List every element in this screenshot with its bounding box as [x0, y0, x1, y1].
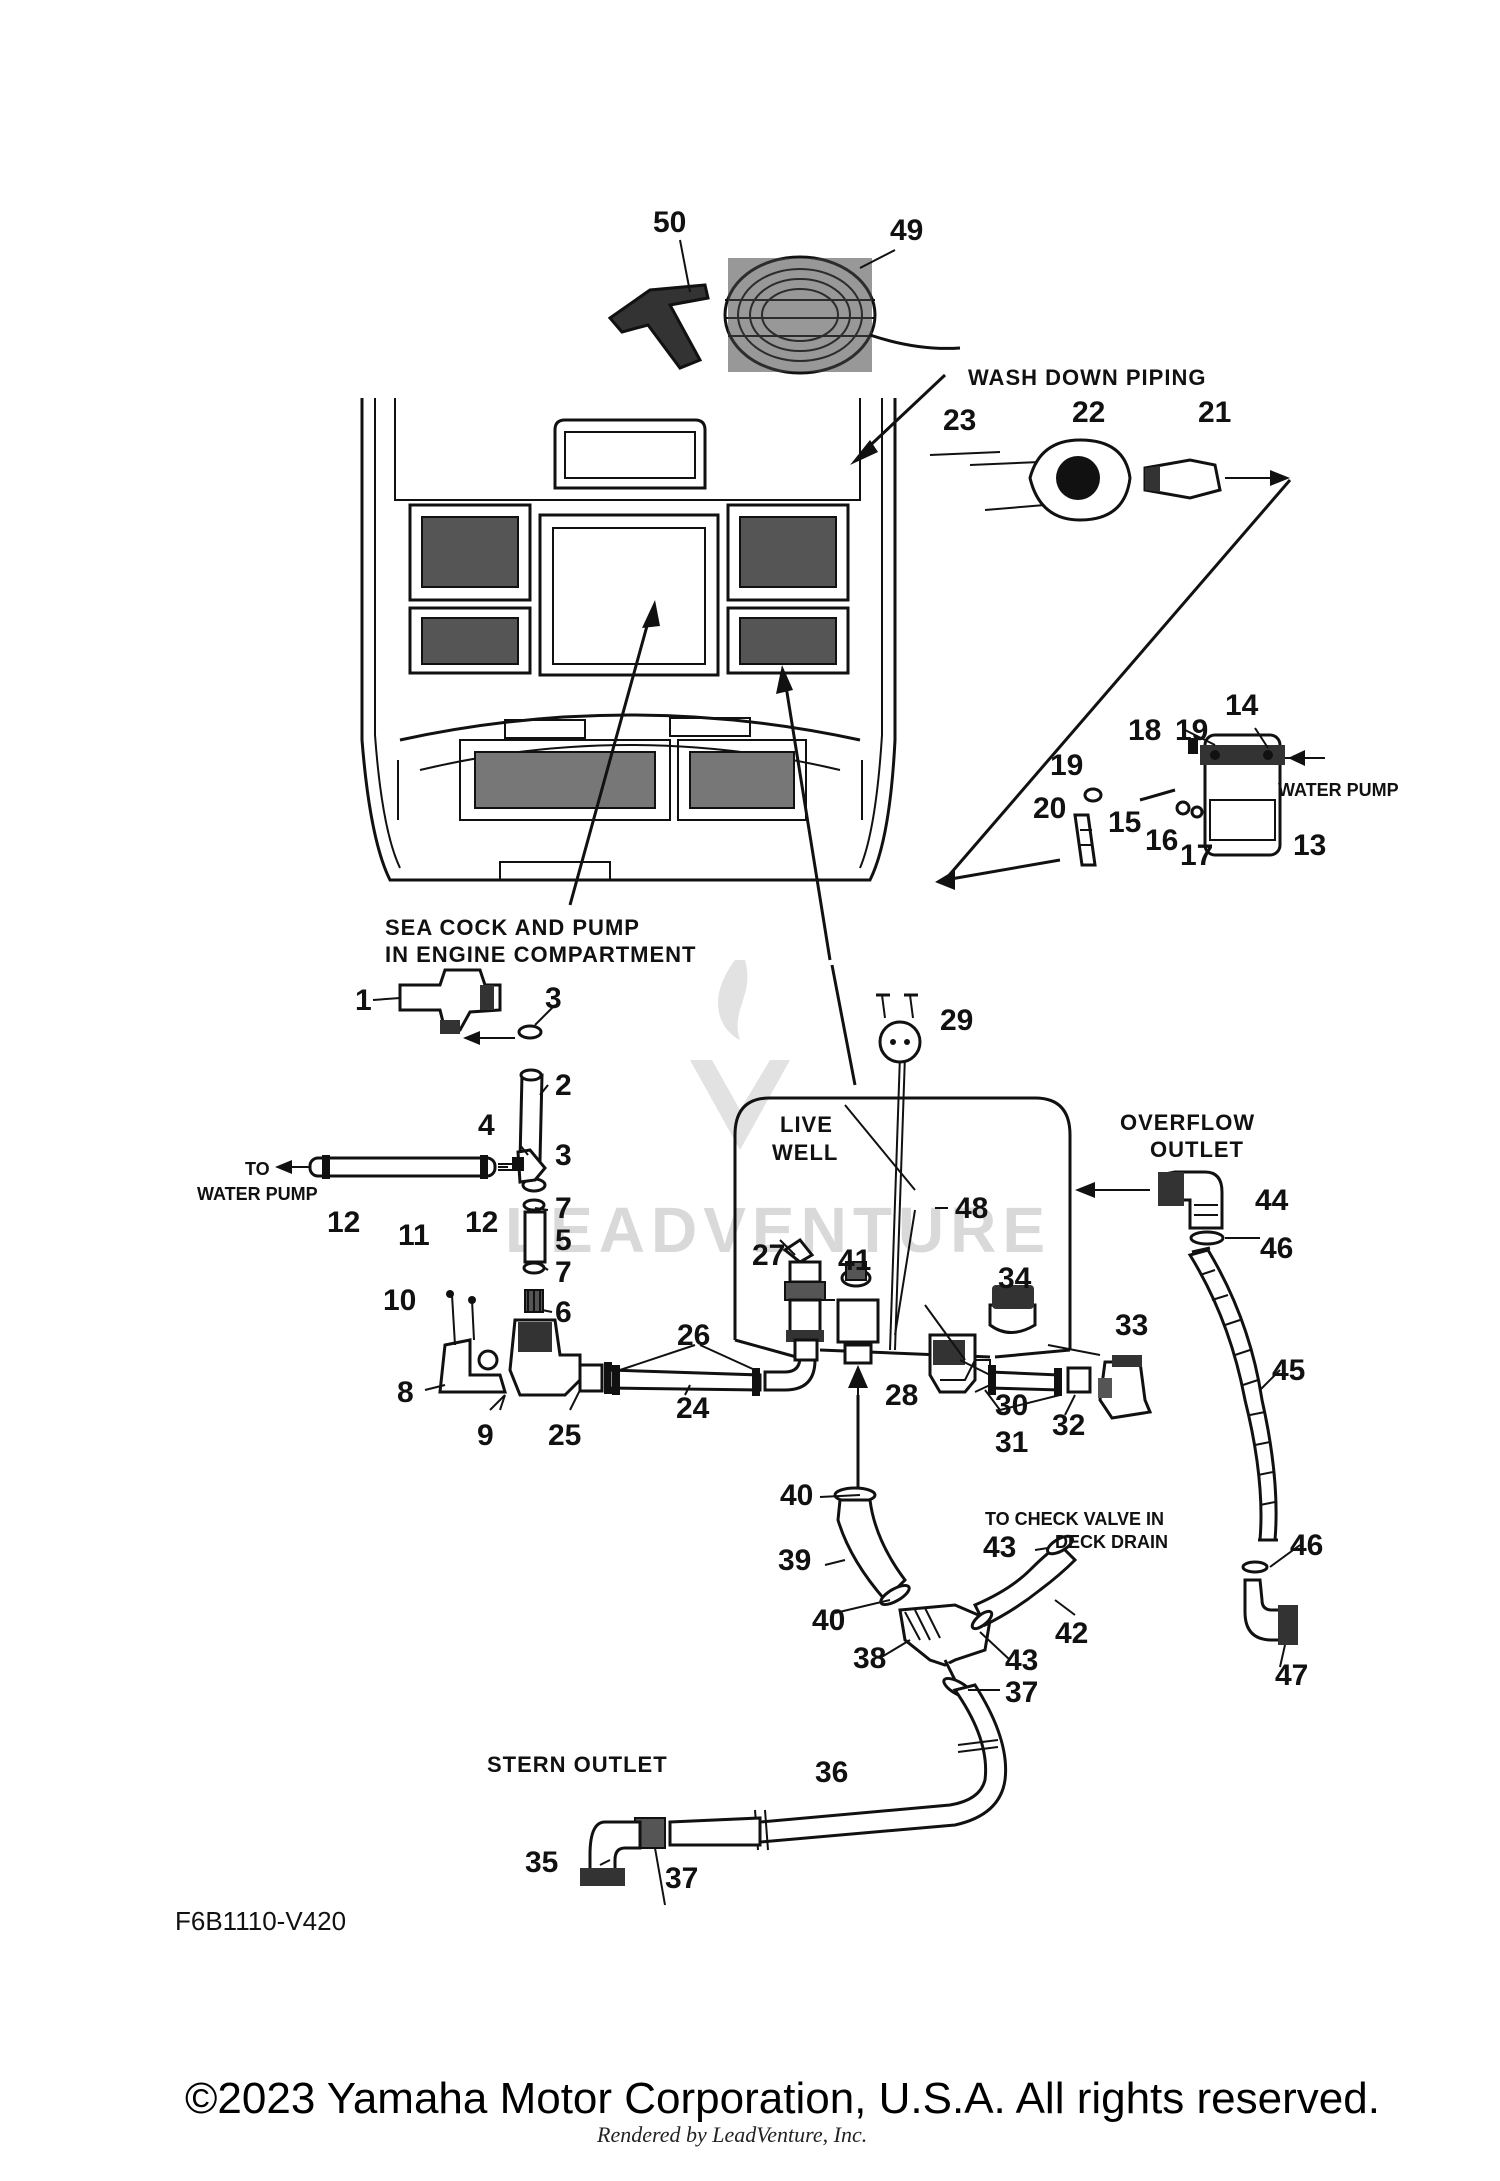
- callout-31: 31: [995, 1426, 1028, 1459]
- part-callouts: 50 49 23 22 21 14 18 19 19 20 15 16 17 1…: [327, 206, 1326, 1895]
- callout-4: 4: [478, 1109, 495, 1142]
- callout-11: 11: [398, 1219, 430, 1252]
- wash-down-piping-group: [929, 438, 1290, 522]
- pointer-lines: [568, 373, 947, 1086]
- callout-37b: 37: [665, 1862, 698, 1895]
- callout-35: 35: [525, 1846, 558, 1879]
- callout-9: 9: [477, 1419, 494, 1452]
- diagram-code: F6B1110-V420: [175, 1906, 346, 1936]
- callout-20: 20: [1033, 792, 1066, 825]
- callout-46a: 46: [1260, 1232, 1293, 1265]
- callout-47: 47: [1275, 1659, 1308, 1692]
- callout-1: 1: [355, 984, 372, 1017]
- callout-26: 26: [677, 1319, 710, 1352]
- label-overflow-2: OUTLET: [1150, 1137, 1244, 1162]
- callout-12a: 12: [327, 1206, 360, 1239]
- callout-2: 2: [555, 1069, 572, 1102]
- live-well-tank: [733, 993, 1072, 1360]
- callout-10: 10: [383, 1284, 416, 1317]
- callout-12b: 12: [465, 1206, 498, 1239]
- callout-32: 32: [1052, 1409, 1085, 1442]
- callout-23: 23: [943, 404, 976, 437]
- callout-6: 6: [555, 1296, 572, 1329]
- callout-45: 45: [1272, 1354, 1305, 1387]
- callout-42: 42: [1055, 1617, 1088, 1650]
- label-live-well-2: WELL: [772, 1140, 838, 1165]
- label-live-well-1: LIVE: [780, 1112, 833, 1137]
- callout-8: 8: [397, 1376, 414, 1409]
- label-stern-outlet: STERN OUTLET: [487, 1752, 668, 1777]
- label-to-water-pump-2: WATER PUMP: [197, 1184, 318, 1204]
- callout-29: 29: [940, 1004, 973, 1037]
- callout-5: 5: [555, 1224, 572, 1257]
- callout-18: 18: [1128, 714, 1161, 747]
- leader-lines: [372, 997, 1301, 1906]
- live-well-fittings: [782, 1237, 1153, 1490]
- water-pump-group: [935, 479, 1325, 890]
- callout-28: 28: [885, 1379, 918, 1412]
- callout-7b: 7: [555, 1256, 572, 1289]
- callout-27: 27: [752, 1239, 785, 1272]
- spray-nozzle: [607, 283, 710, 370]
- callout-19a: 19: [1175, 714, 1208, 747]
- callout-48: 48: [955, 1192, 988, 1225]
- callout-40b: 40: [812, 1604, 845, 1637]
- label-wash-down-piping: WASH DOWN PIPING: [968, 365, 1206, 390]
- callout-14: 14: [1225, 689, 1259, 722]
- callout-46b: 46: [1290, 1529, 1323, 1562]
- rendered-by: Rendered by LeadVenture, Inc.: [596, 2122, 867, 2147]
- callout-21: 21: [1198, 396, 1231, 429]
- callout-41: 41: [838, 1244, 871, 1277]
- callout-40a: 40: [780, 1479, 813, 1512]
- callout-43b: 43: [1005, 1644, 1038, 1677]
- callout-15: 15: [1108, 806, 1141, 839]
- callout-16: 16: [1145, 824, 1178, 857]
- callout-33: 33: [1115, 1309, 1148, 1342]
- callout-7a: 7: [555, 1192, 572, 1225]
- callout-39: 39: [778, 1544, 811, 1577]
- sea-cock-assembly: [275, 968, 582, 1411]
- callout-17: 17: [1180, 839, 1213, 872]
- label-sea-cock-2: IN ENGINE COMPARTMENT: [385, 942, 696, 967]
- watermark-text: LEADVENTURE: [505, 1194, 1051, 1266]
- callout-36: 36: [815, 1756, 848, 1789]
- callout-43a: 43: [983, 1531, 1016, 1564]
- callout-22: 22: [1072, 396, 1105, 429]
- callout-25: 25: [548, 1419, 581, 1452]
- callout-49: 49: [890, 214, 923, 247]
- wash-hose-coil: [723, 255, 961, 375]
- overflow-outlet-group: [1075, 1170, 1298, 1645]
- callout-3b: 3: [555, 1139, 572, 1172]
- callout-44: 44: [1255, 1184, 1289, 1217]
- label-water-pump: WATER PUMP: [1278, 780, 1399, 800]
- callout-34: 34: [998, 1262, 1032, 1295]
- label-check-valve-1: TO CHECK VALVE IN: [985, 1509, 1164, 1529]
- stern-drain-group: [580, 1486, 1078, 1886]
- leadventure-watermark: LEADVENTURE: [505, 960, 1051, 1266]
- callout-19b: 19: [1050, 749, 1083, 782]
- callout-50: 50: [653, 206, 686, 239]
- callout-38: 38: [853, 1642, 886, 1675]
- label-overflow-1: OVERFLOW: [1120, 1110, 1255, 1135]
- label-to-water-pump-1: TO: [245, 1159, 270, 1179]
- callout-3a: 3: [545, 982, 562, 1015]
- copyright-notice: ©2023 Yamaha Motor Corporation, U.S.A. A…: [185, 2074, 1380, 2123]
- label-sea-cock-1: SEA COCK AND PUMP: [385, 915, 640, 940]
- callout-24: 24: [676, 1392, 710, 1425]
- label-check-valve-2: DECK DRAIN: [1055, 1532, 1168, 1552]
- callout-13: 13: [1293, 829, 1326, 862]
- callout-37a: 37: [1005, 1676, 1038, 1709]
- boat-hull: [360, 398, 897, 882]
- callout-30: 30: [995, 1389, 1028, 1422]
- callout-arrows-top: [679, 239, 896, 293]
